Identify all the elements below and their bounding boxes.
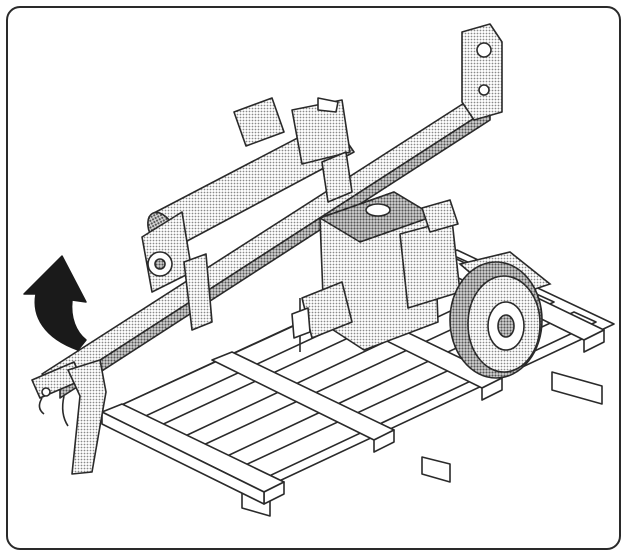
hydraulic-cylinder: [141, 97, 355, 331]
pallet-runner: [421, 456, 451, 483]
log-splitter-illustration: [23, 23, 615, 517]
pallet-runner: [551, 371, 603, 405]
rotate-up-arrow-icon: [23, 255, 87, 351]
tow-hitch: [31, 359, 107, 475]
illustration-frame: [6, 6, 621, 550]
gas-engine: [291, 191, 461, 352]
wheel-assembly: [449, 251, 552, 379]
splitter-beam: [41, 23, 503, 399]
